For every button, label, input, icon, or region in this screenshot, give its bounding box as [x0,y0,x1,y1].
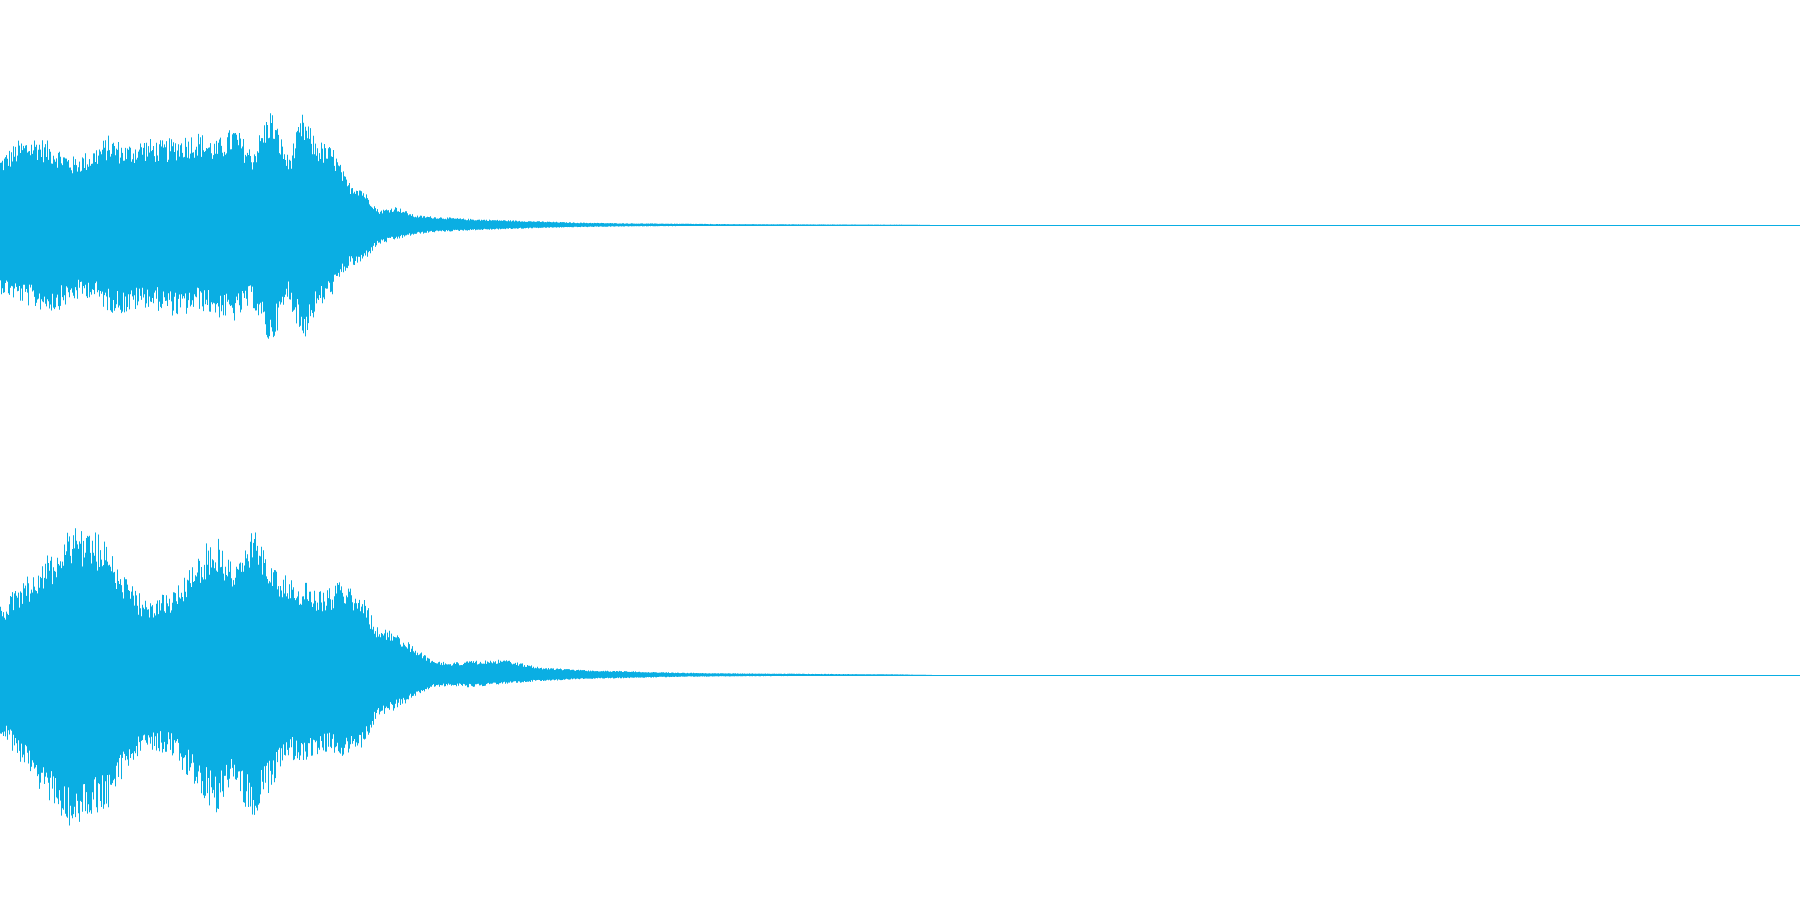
channel-1-waveform [0,113,1800,339]
channel-2-signal [0,528,932,826]
channel-2-waveform [0,528,1800,826]
channel-1-signal [0,113,930,339]
